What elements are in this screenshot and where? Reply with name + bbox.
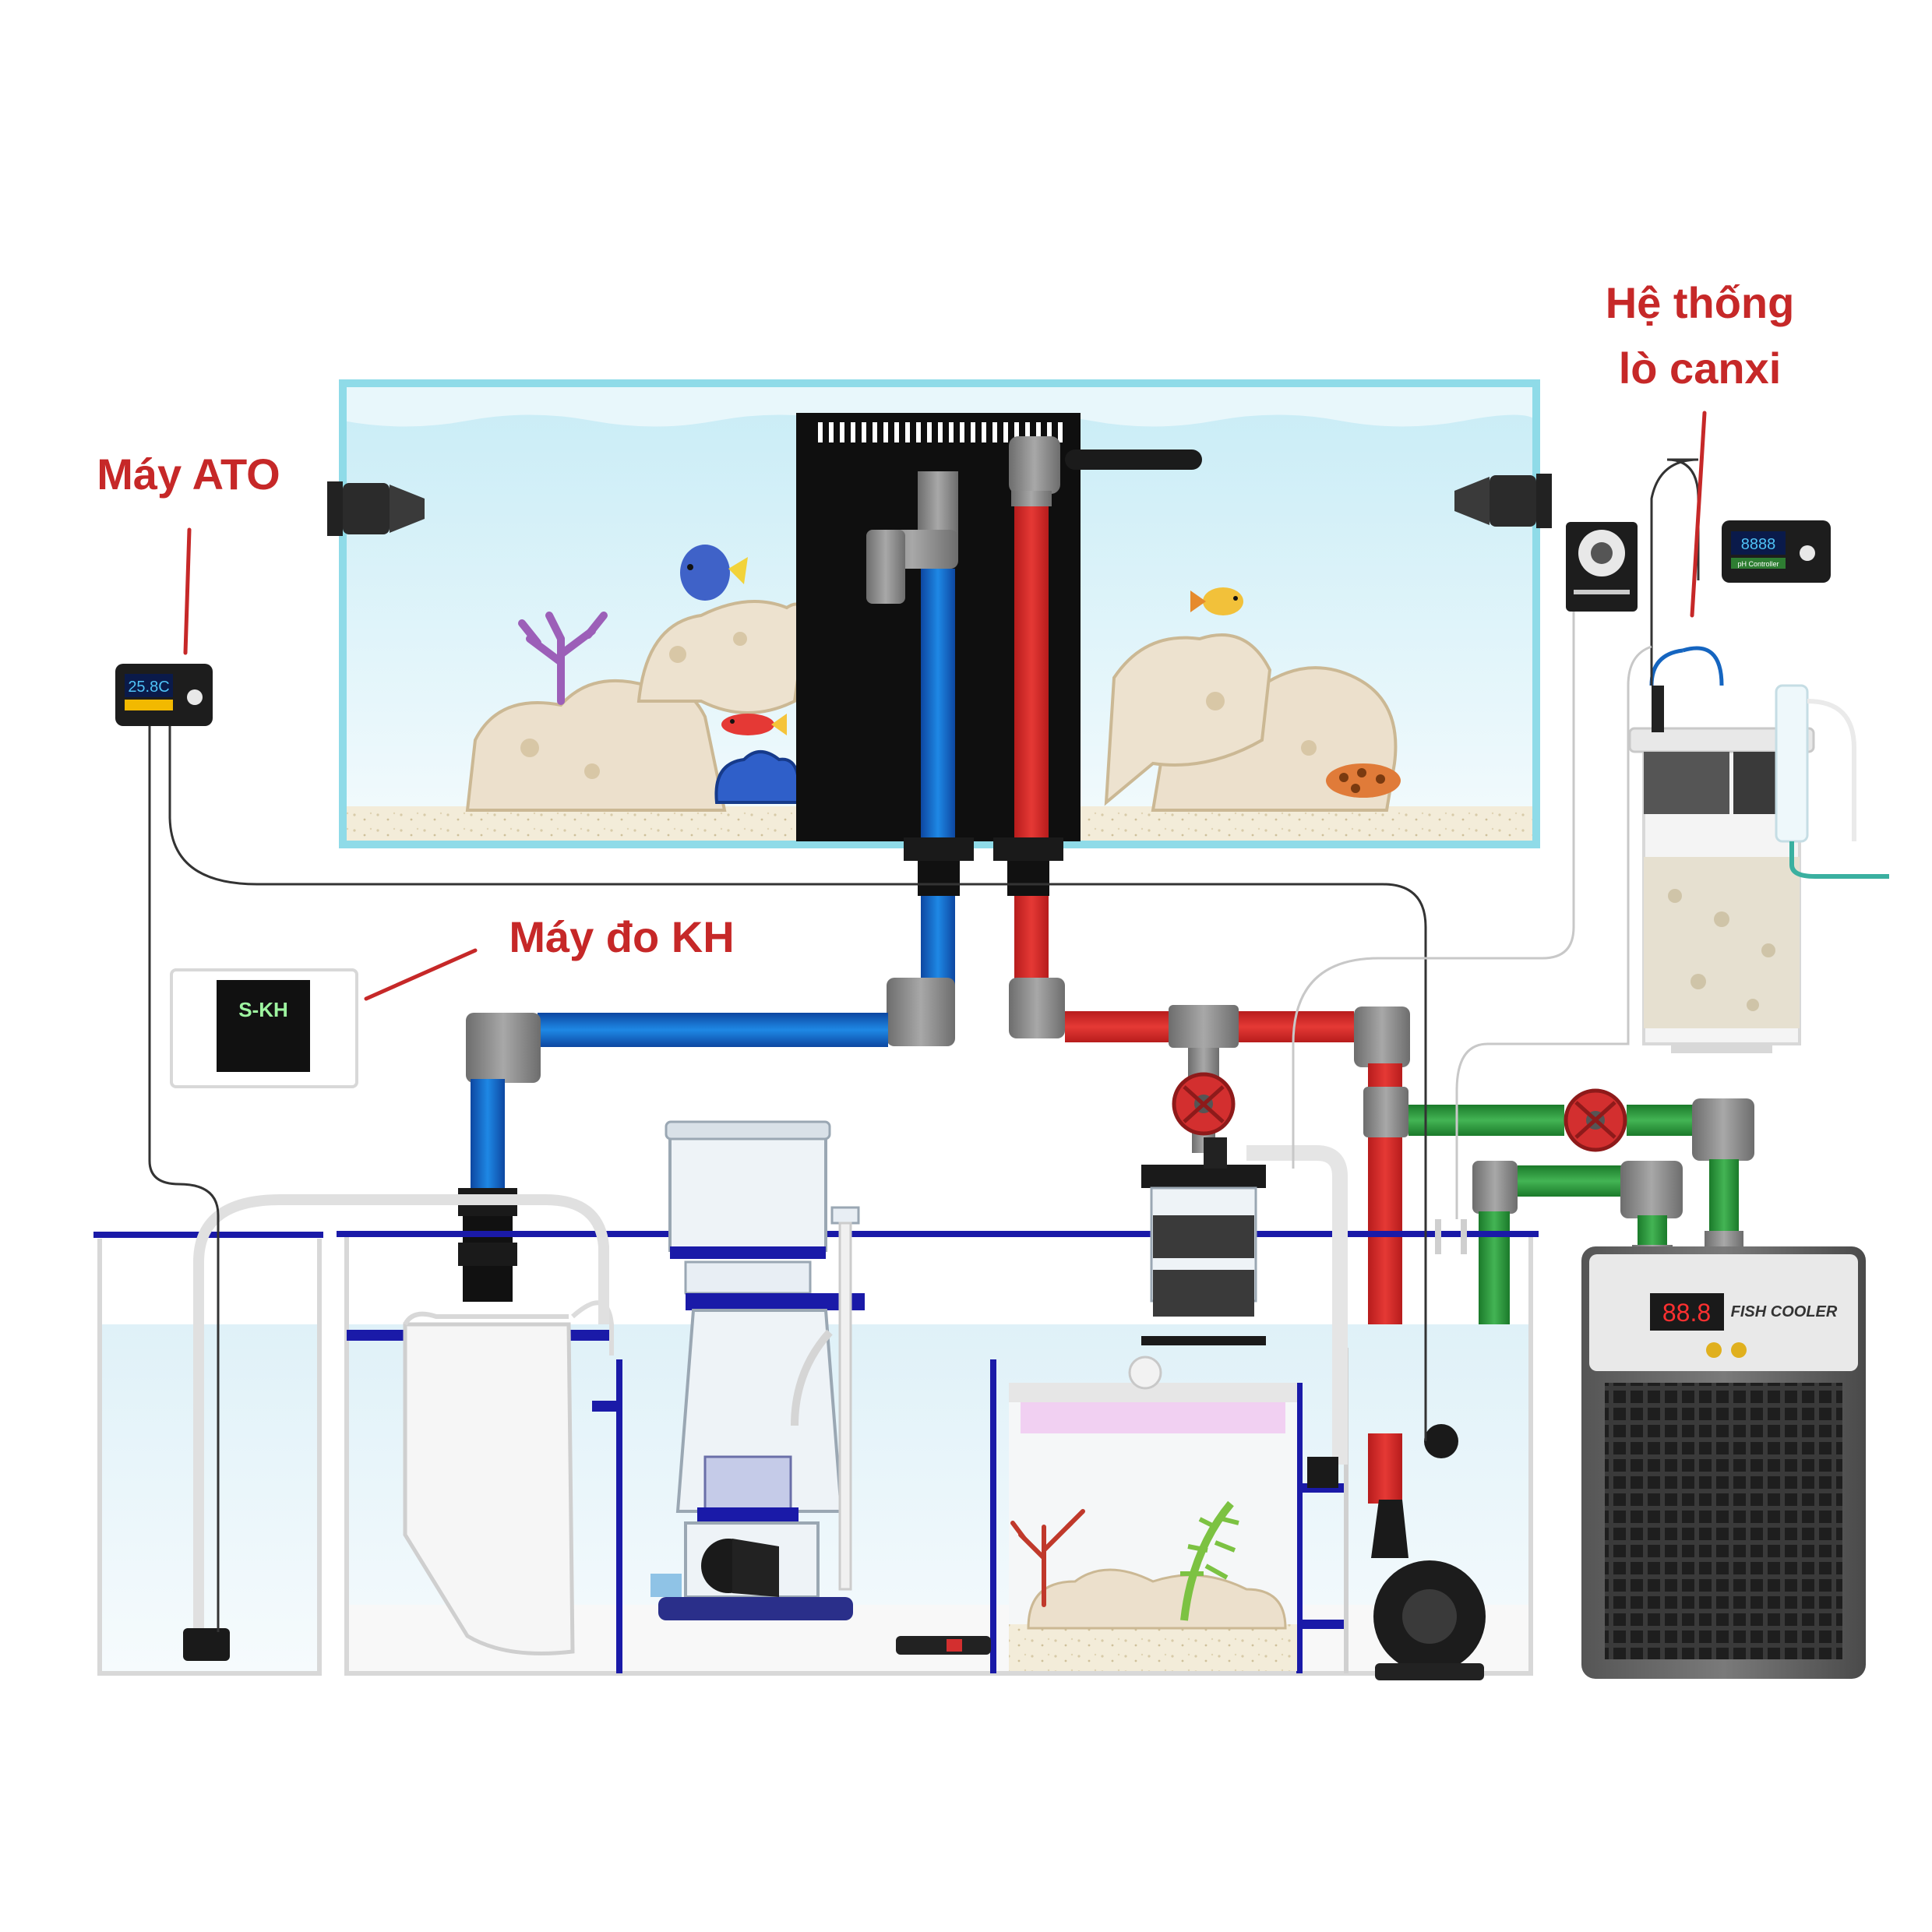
calcium-label-line1: Hệ thống bbox=[1606, 278, 1795, 327]
wavemaker-left bbox=[327, 481, 425, 536]
chiller-valve bbox=[1564, 1088, 1627, 1152]
overflow-box bbox=[796, 413, 1202, 896]
chiller: 88.8 FISH COOLER bbox=[1581, 1246, 1866, 1679]
kh-display-brand: S-KH bbox=[238, 998, 288, 1021]
media-reactor bbox=[1141, 1137, 1348, 1488]
callout-pointers bbox=[183, 411, 1707, 1001]
drain-pipe bbox=[458, 896, 955, 1302]
chiller-display: 88.8 bbox=[1662, 1299, 1711, 1327]
ph-controller: 8888 pH Controller bbox=[1650, 458, 1831, 686]
yellow-fish bbox=[1190, 587, 1243, 615]
reactor-valve bbox=[1172, 1072, 1236, 1136]
float-sensors bbox=[1435, 1219, 1467, 1254]
refugium bbox=[1009, 1356, 1297, 1671]
ato-controller: 25.8C bbox=[115, 664, 1427, 1632]
orange-coral bbox=[1326, 763, 1401, 798]
return-pipe bbox=[1009, 896, 1410, 1496]
control-wiring bbox=[1292, 612, 1652, 1219]
ph-display-value: 8888 bbox=[1741, 536, 1776, 553]
ato-reservoir bbox=[93, 1194, 609, 1676]
wavemaker-right bbox=[1454, 474, 1552, 528]
ato-label: Máy ATO bbox=[97, 450, 280, 499]
calcium-label-line2: lò canxi bbox=[1619, 344, 1782, 393]
return-pump bbox=[1368, 1424, 1486, 1680]
ph-display-label: pH Controller bbox=[1737, 560, 1779, 568]
red-yellow-fish bbox=[721, 714, 787, 735]
heater bbox=[896, 1636, 991, 1655]
live-rock-left bbox=[465, 600, 806, 812]
chiller-brand: FISH COOLER bbox=[1731, 1303, 1838, 1320]
calcium-reactor bbox=[1628, 646, 1889, 1053]
protein-skimmer bbox=[650, 1120, 865, 1620]
filter-sock bbox=[403, 1300, 614, 1655]
kh-label: Máy đo KH bbox=[509, 912, 734, 961]
ato-display-temp: 25.8C bbox=[128, 679, 169, 696]
dosing-pump bbox=[1566, 522, 1638, 612]
purple-coral bbox=[518, 612, 608, 705]
blue-tang-fish bbox=[680, 545, 748, 601]
kh-monitor: S-KH bbox=[170, 968, 358, 1088]
